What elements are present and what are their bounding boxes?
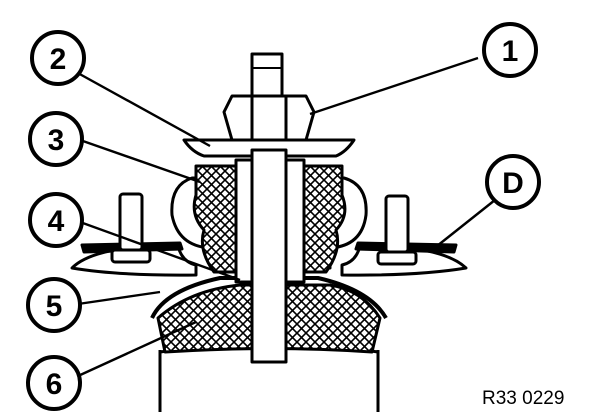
stud-right xyxy=(384,194,410,254)
callout-circle-1 xyxy=(482,22,538,78)
shock-absorber-body xyxy=(158,350,380,412)
callout-circle-2 xyxy=(30,30,86,86)
callout-label-2: 2 xyxy=(50,43,67,76)
leader-5 xyxy=(77,290,161,306)
leader-4 xyxy=(79,220,241,282)
callout-circle-3 xyxy=(28,111,84,167)
rod-thread-tip xyxy=(250,52,284,98)
callout-circle-d xyxy=(485,154,541,210)
callout-label-6: 6 xyxy=(46,368,63,401)
callout-label-3: 3 xyxy=(48,124,65,157)
callout-circle-5 xyxy=(26,277,82,333)
leader-3 xyxy=(79,138,201,184)
stud-right-nut xyxy=(376,250,418,266)
piston-rod xyxy=(250,148,288,364)
part-code: R33 0229 xyxy=(482,388,564,409)
callout-label-1: 1 xyxy=(502,35,519,68)
top-nut xyxy=(222,94,316,142)
stud-left-nut xyxy=(110,248,152,264)
callout-circle-4 xyxy=(28,192,84,248)
callout-label-5: 5 xyxy=(46,290,63,323)
upper-rubber-bushing-left xyxy=(192,164,240,274)
leader-6 xyxy=(77,320,197,378)
callout-circle-6 xyxy=(26,355,82,411)
leader-d xyxy=(431,195,501,251)
callout-label-d: D xyxy=(502,167,524,200)
leader-lines xyxy=(75,56,501,378)
upper-rubber-bushing-right xyxy=(300,164,347,274)
callout-label-4: 4 xyxy=(48,205,65,238)
leader-2 xyxy=(75,70,211,148)
washer-plate xyxy=(182,138,356,158)
leader-1 xyxy=(309,56,479,116)
